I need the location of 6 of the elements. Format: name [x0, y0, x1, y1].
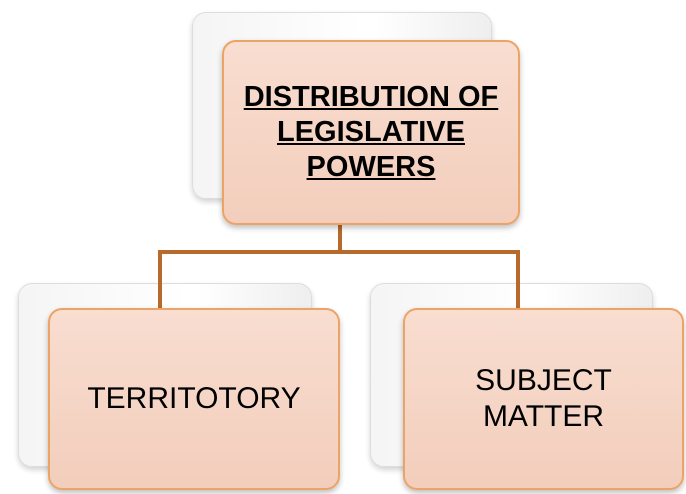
process-box — [48, 308, 340, 490]
heading-text: DISTRIBUTION OF LEGISLATIVE POWERS — [242, 80, 500, 185]
box-text: TERRITOTORY — [87, 381, 301, 417]
box-text: SUBJECT MATTER — [474, 363, 613, 435]
process-box — [403, 308, 684, 490]
process-box — [222, 40, 520, 225]
